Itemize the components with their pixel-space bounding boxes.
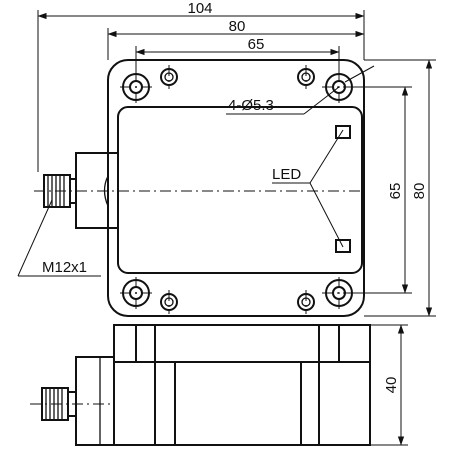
side-housing-outline bbox=[113, 324, 371, 446]
dim-hole-spacing-y: 65 bbox=[387, 183, 404, 200]
housing-body-outline bbox=[117, 106, 363, 274]
led-window-lower bbox=[335, 239, 351, 253]
led-window-upper bbox=[335, 125, 351, 139]
side-view bbox=[30, 324, 371, 446]
dim-side-height: 40 bbox=[383, 377, 400, 394]
side-connector-boss bbox=[75, 356, 114, 446]
dim-hole-spacing-x: 65 bbox=[248, 36, 265, 53]
hole-callout: 4-Ø5.3 bbox=[226, 65, 375, 115]
hole-callout-label: 4-Ø5.3 bbox=[228, 97, 274, 114]
flange-outline bbox=[107, 59, 365, 317]
top-view bbox=[34, 59, 365, 317]
connector-callout: M12x1 bbox=[17, 199, 101, 277]
dim-flange-width: 80 bbox=[229, 18, 246, 35]
hole-centerlines bbox=[120, 65, 356, 314]
led-callout: LED bbox=[272, 129, 344, 248]
dim-overall-width: 104 bbox=[187, 0, 212, 17]
led-callout-label: LED bbox=[272, 166, 301, 183]
dim-flange-height: 80 bbox=[411, 183, 428, 200]
connector-callout-label: M12x1 bbox=[42, 259, 87, 276]
